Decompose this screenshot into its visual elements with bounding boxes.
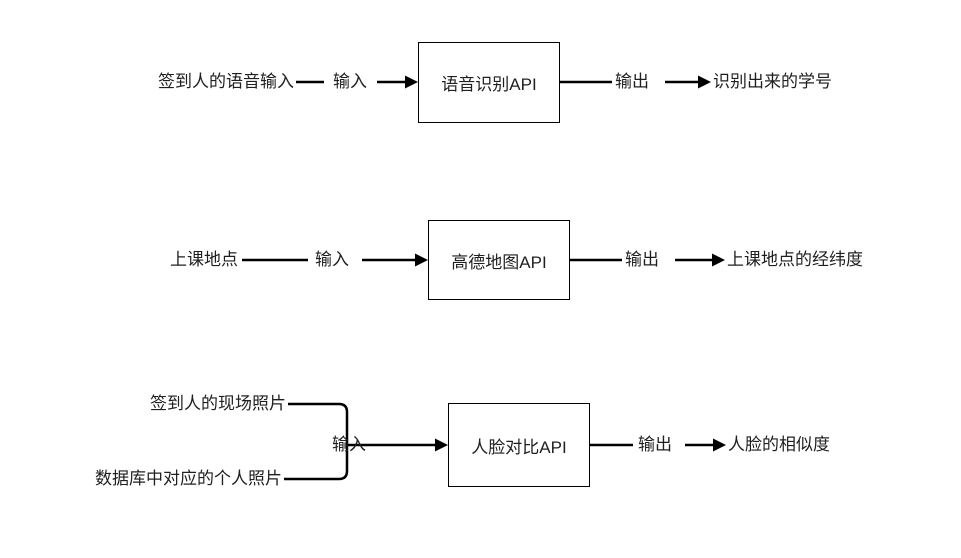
flow1-api-box-label: 语音识别API — [441, 75, 537, 94]
flow3-api-box: 人脸对比API — [448, 403, 590, 487]
flow1-output-result-label: 识别出来的学号 — [713, 72, 832, 91]
flow3-input-arrow-label: 输入 — [332, 435, 366, 454]
flow3-output-arrow-label: 输出 — [638, 435, 672, 454]
flow1-output-arrow-label: 输出 — [615, 72, 649, 91]
flow1-output-arrowhead-icon — [698, 75, 711, 89]
flow3-merge-connector-bottom — [284, 445, 349, 481]
flow2-input-arrowhead-icon — [415, 253, 428, 267]
flow3-input-arrowhead-icon — [435, 438, 448, 452]
flow2-output-arrow-label: 输出 — [625, 250, 659, 269]
flow3-api-box-label: 人脸对比API — [471, 437, 567, 457]
flow2-source-label: 上课地点 — [170, 250, 238, 269]
flow3-source-label-1: 签到人的现场照片 — [150, 394, 286, 413]
flow2-output-result-label: 上课地点的经纬度 — [727, 250, 863, 269]
flow3-source-label-2: 数据库中对应的个人照片 — [95, 469, 282, 488]
flow1-source-label: 签到人的语音输入 — [158, 72, 294, 91]
flow1-input-arrow-label: 输入 — [333, 72, 367, 91]
flow3-merge-connector-top — [288, 402, 349, 445]
flow1-api-box: 语音识别API — [418, 42, 560, 123]
flow3-output-arrowhead-icon — [713, 438, 726, 452]
flow2-api-box-label: 高德地图API — [451, 252, 547, 272]
flow2-output-arrowhead-icon — [712, 253, 725, 267]
flow3-output-result-label: 人脸的相似度 — [728, 435, 830, 454]
flow2-api-box: 高德地图API — [428, 220, 570, 300]
flow2-input-arrow-label: 输入 — [315, 250, 349, 269]
flow1-input-arrowhead-icon — [405, 75, 418, 89]
